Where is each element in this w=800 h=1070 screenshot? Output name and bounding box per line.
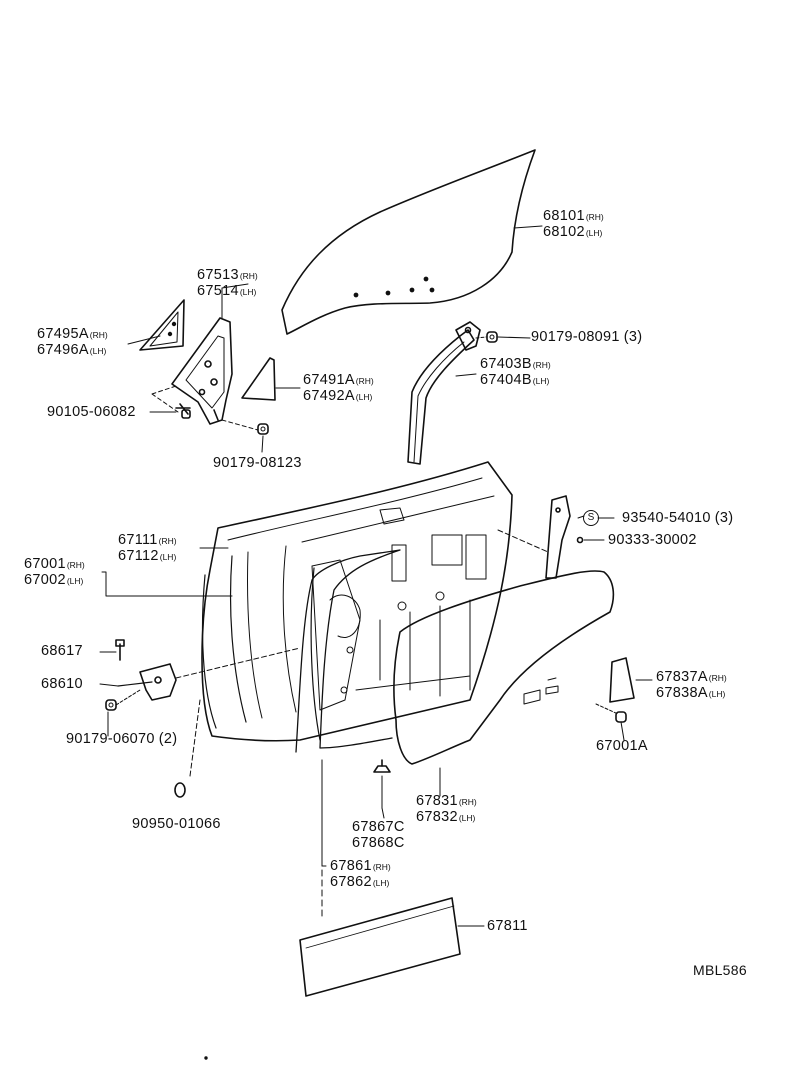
nut-90179-08123 <box>257 423 269 435</box>
door-shell <box>201 461 513 742</box>
label-90333-30002: 90333-30002 <box>608 532 697 548</box>
label-67492A: 67492A(LH) <box>303 388 373 404</box>
bolt-90105 <box>175 403 191 419</box>
label-67838A: 67838A(LH) <box>656 685 726 701</box>
door-trim-board <box>393 570 615 765</box>
door-weatherstrip <box>295 549 401 753</box>
clip-67001A <box>595 703 627 723</box>
regulator-bracket <box>497 495 571 579</box>
label-67867C: 67867C <box>352 819 405 835</box>
label-68617: 68617 <box>41 643 83 659</box>
label-90179-08123: 90179-08123 <box>213 455 302 471</box>
label-67002: 67002(LH) <box>24 572 84 588</box>
label-68610: 68610 <box>41 676 83 692</box>
label-67111: 67111(RH) <box>118 532 177 548</box>
bolt-90179-06070 <box>105 689 141 711</box>
label-67001: 67001(RH) <box>24 556 85 572</box>
door-glass <box>281 149 536 335</box>
front-quarter-glass <box>139 299 185 351</box>
diagram-code: MBL586 <box>693 962 747 978</box>
label-90950-01066: 90950-01066 <box>132 816 221 832</box>
label-67868C: 67868C <box>352 835 405 851</box>
label-67495A: 67495A(RH) <box>37 326 108 342</box>
rear-quarter-glass <box>241 357 276 401</box>
label-67403B: 67403B(RH) <box>480 356 551 372</box>
s-symbol-icon: S <box>583 510 599 526</box>
bolt-90179-08091 <box>475 331 498 343</box>
label-67514: 67514(LH) <box>197 283 257 299</box>
label-67496A: 67496A(LH) <box>37 342 107 358</box>
label-67491A: 67491A(RH) <box>303 372 374 388</box>
label-67837A: 67837A(RH) <box>656 669 727 685</box>
label-67811: 67811 <box>487 918 528 934</box>
hole-plug <box>174 782 186 798</box>
label-68101: 68101(RH) <box>543 208 604 224</box>
label-67861: 67861(RH) <box>330 858 391 874</box>
label-67831: 67831(RH) <box>416 793 477 809</box>
armrest-cap <box>609 657 635 703</box>
door-check <box>117 647 301 701</box>
label-90105-06082: 90105-06082 <box>47 404 136 420</box>
label-90179-06070: 90179-06070(2) <box>66 731 178 747</box>
label-68102: 68102(LH) <box>543 224 603 240</box>
label-67001A: 67001A <box>596 738 648 754</box>
label-67404B: 67404B(LH) <box>480 372 550 388</box>
window-run-channel <box>407 321 481 465</box>
bolt-68617 <box>115 639 125 661</box>
label-67862: 67862(LH) <box>330 874 390 890</box>
trim-clip <box>373 759 391 773</box>
mirror-bracket <box>171 317 233 425</box>
label-90179-08091: 90179-08091(3) <box>531 329 643 345</box>
clip-90333 <box>576 536 584 544</box>
label-93540-54010: 93540-54010(3) <box>622 510 734 526</box>
label-67513: 67513(RH) <box>197 267 258 283</box>
service-hole-cover <box>299 897 461 997</box>
label-67832: 67832(LH) <box>416 809 476 825</box>
label-67112: 67112(LH) <box>118 548 177 564</box>
